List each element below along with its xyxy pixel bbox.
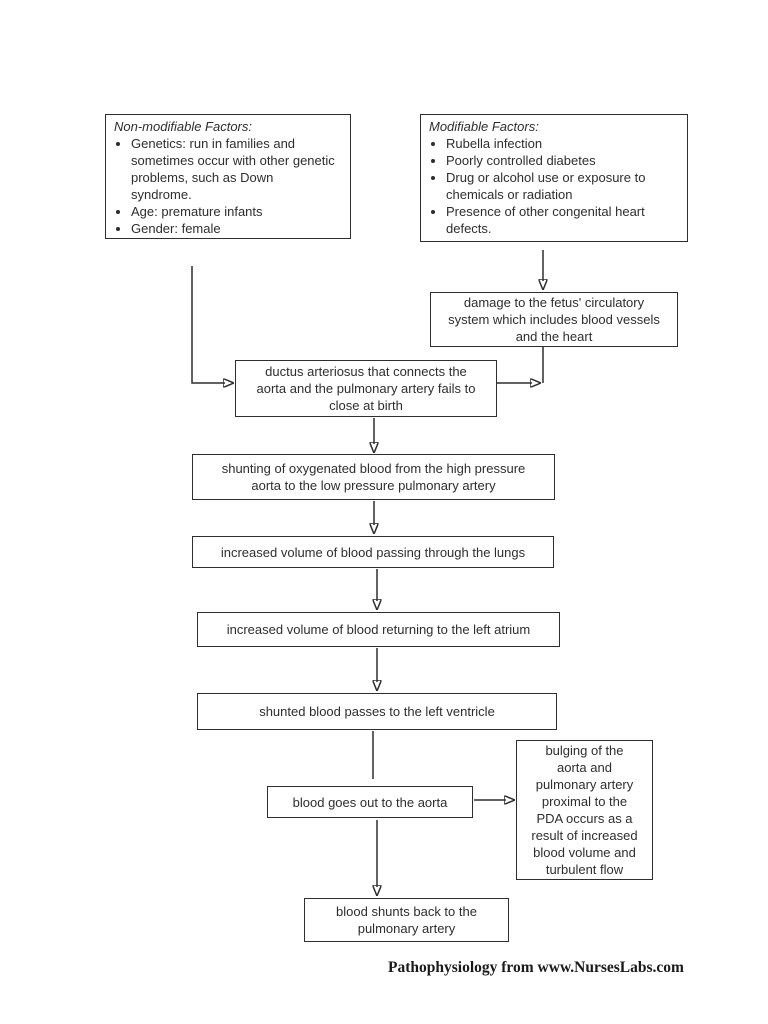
flow-box-shunt-back: blood shunts back to the pulmonary arter… xyxy=(304,898,509,942)
modifiable-factors-list: Rubella infection Poorly controlled diab… xyxy=(429,135,681,237)
non-modifiable-factors-title: Non-modifiable Factors: xyxy=(114,119,252,134)
flow-box-bulging: bulging of the aorta and pulmonary arter… xyxy=(516,740,653,880)
flow-box-text: blood shunts back to the pulmonary arter… xyxy=(336,904,477,936)
flow-box-aorta: blood goes out to the aorta xyxy=(267,786,473,818)
flow-box-text: blood goes out to the aorta xyxy=(292,794,448,810)
list-item: Age: premature infants xyxy=(131,203,344,220)
flow-box-text: damage to the fetus' circulatory system … xyxy=(448,295,660,344)
flow-box-text: shunted blood passes to the left ventric… xyxy=(259,704,495,719)
list-item: Genetics: run in families and sometimes … xyxy=(131,135,344,203)
non-modifiable-factors-list: Genetics: run in families and sometimes … xyxy=(114,135,344,237)
flow-box-text: increased volume of blood passing throug… xyxy=(220,544,526,560)
flow-box-damage: damage to the fetus' circulatory system … xyxy=(430,292,678,347)
non-modifiable-factors-box: Non-modifiable Factors: Genetics: run in… xyxy=(105,114,351,239)
flow-box-lungs-volume: increased volume of blood passing throug… xyxy=(192,536,554,568)
footer-credit: Pathophysiology from www.NursesLabs.com xyxy=(388,959,684,976)
flow-box-left-atrium: increased volume of blood returning to t… xyxy=(197,612,560,647)
flow-box-shunting: shunting of oxygenated blood from the hi… xyxy=(192,454,555,500)
flow-box-text: bulging of the aorta and pulmonary arter… xyxy=(531,743,638,877)
list-item: Rubella infection xyxy=(446,135,681,152)
list-item: Poorly controlled diabetes xyxy=(446,152,681,169)
list-item: Presence of other congenital heart defec… xyxy=(446,203,681,237)
modifiable-factors-title: Modifiable Factors: xyxy=(429,119,539,134)
modifiable-factors-box: Modifiable Factors: Rubella infection Po… xyxy=(420,114,688,242)
flow-box-text: increased volume of blood returning to t… xyxy=(226,622,531,637)
flow-box-text: ductus arteriosus that connects the aort… xyxy=(256,364,476,413)
arrow-nonmodifiable-to-ductus-icon xyxy=(191,266,225,383)
flow-box-text: shunting of oxygenated blood from the hi… xyxy=(221,461,526,493)
list-item: Drug or alcohol use or exposure to chemi… xyxy=(446,169,681,203)
flow-box-left-ventricle: shunted blood passes to the left ventric… xyxy=(197,693,557,730)
flow-box-ductus-arteriosus: ductus arteriosus that connects the aort… xyxy=(235,360,497,417)
list-item: Gender: female xyxy=(131,220,344,237)
